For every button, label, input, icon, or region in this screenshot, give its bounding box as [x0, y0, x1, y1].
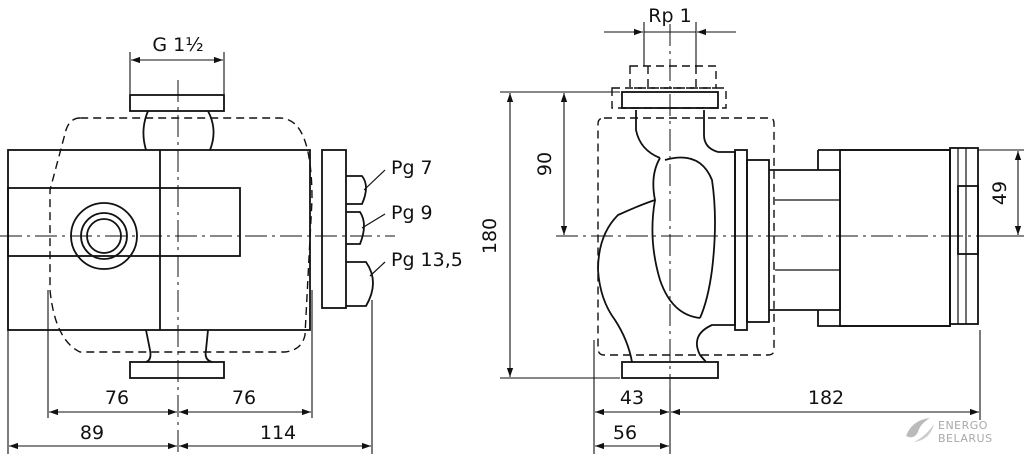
- side-housing-outline: [597, 117, 775, 356]
- logo-line1: ENERGO: [938, 419, 988, 432]
- logo-line2: BELARUS: [938, 432, 993, 445]
- motor-body-side: [817, 149, 951, 327]
- head-flange: [734, 149, 748, 331]
- rp-threaded-flange: [629, 65, 717, 89]
- label-right-inner: 76: [232, 387, 256, 409]
- housing-outline: [49, 117, 313, 353]
- motor-neck: [769, 169, 841, 311]
- body-band: [7, 187, 241, 257]
- label-rp: Rp 1: [648, 5, 691, 27]
- leader-pg135: [369, 261, 386, 277]
- label-motor-width: 49: [989, 181, 1011, 205]
- leader-pg9: [361, 213, 386, 229]
- label-pg135: Pg 13,5: [391, 249, 463, 271]
- label-right-outer: 114: [260, 422, 296, 444]
- label-height-total: 180: [479, 218, 501, 254]
- head-ring: [746, 159, 770, 323]
- volute-inner: [651, 156, 716, 319]
- gland-pg9: [346, 211, 365, 245]
- end-cap-window: [957, 185, 979, 255]
- bottom-neck: [145, 329, 213, 363]
- motor-can: [839, 149, 951, 327]
- volute-neck: [635, 110, 719, 159]
- bottom-flange: [129, 361, 225, 379]
- top-neck: [142, 110, 215, 151]
- terminal-box: [321, 149, 347, 309]
- label-base-width: 56: [613, 422, 637, 444]
- label-inlet-offset: 43: [620, 387, 644, 409]
- energo-belarus-logo: ENERGO BELARUS: [906, 418, 993, 445]
- label-pg9: Pg 9: [391, 202, 433, 224]
- front-view: G 1½ Pg 7 Pg 9 Pg 13,5 76 76 89 114: [0, 34, 463, 454]
- leader-pg7: [363, 169, 386, 191]
- logo-swirl-icon: [906, 418, 934, 442]
- label-pg7: Pg 7: [391, 157, 433, 179]
- label-height-half: 90: [534, 152, 556, 176]
- label-left-inner: 76: [105, 387, 129, 409]
- label-g-flange: G 1½: [152, 34, 203, 56]
- top-flange: [129, 94, 225, 112]
- label-left-outer: 89: [80, 422, 104, 444]
- side-view: Rp 1 180: [479, 5, 1024, 454]
- label-length: 182: [808, 387, 844, 409]
- gland-pg135: [346, 261, 374, 307]
- volute-body: [597, 151, 736, 363]
- gland-pg7: [346, 175, 367, 205]
- rp-adapter: [611, 87, 727, 109]
